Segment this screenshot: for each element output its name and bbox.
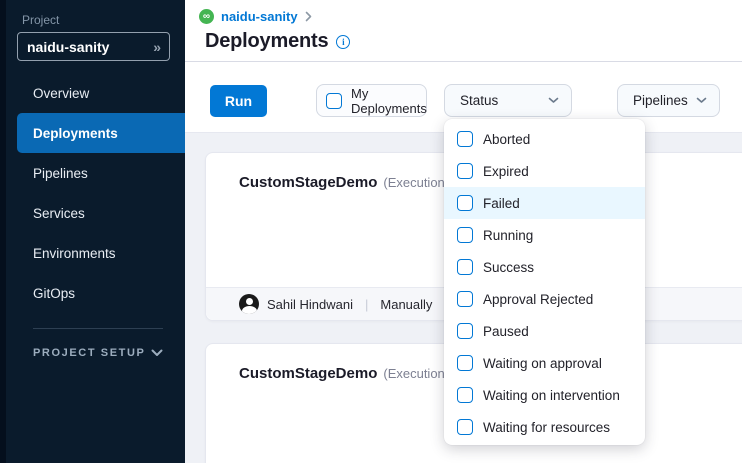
menu-item-waiting-on-intervention[interactable]: Waiting on intervention xyxy=(444,379,645,411)
user-avatar-icon xyxy=(239,294,259,314)
menu-item-paused[interactable]: Paused xyxy=(444,315,645,347)
sidebar-divider xyxy=(33,328,163,329)
menu-item-running[interactable]: Running xyxy=(444,219,645,251)
project-selector[interactable]: naidu-sanity » xyxy=(17,32,170,61)
checkbox[interactable] xyxy=(457,355,473,371)
menu-item-aborted[interactable]: Aborted xyxy=(444,123,645,155)
checkbox[interactable] xyxy=(457,419,473,435)
pipeline-name[interactable]: CustomStageDemo xyxy=(239,174,377,191)
triggered-by-user: Sahil Hindwani xyxy=(267,297,353,312)
chevron-down-icon xyxy=(548,97,559,104)
checkbox[interactable] xyxy=(457,387,473,403)
menu-item-approval-rejected[interactable]: Approval Rejected xyxy=(444,283,645,315)
page-header: ∞ naidu-sanity Deployments i xyxy=(185,0,742,62)
info-icon[interactable]: i xyxy=(336,35,350,49)
sidebar-item-overview[interactable]: Overview xyxy=(0,73,185,113)
checkbox[interactable] xyxy=(457,291,473,307)
sidebar: Project naidu-sanity » Overview Deployme… xyxy=(0,0,185,463)
checkbox[interactable] xyxy=(457,259,473,275)
page-title: Deployments xyxy=(205,30,328,53)
checkbox[interactable] xyxy=(457,323,473,339)
my-deployments-toggle[interactable]: My Deployments xyxy=(316,84,427,117)
sidebar-item-pipelines[interactable]: Pipelines xyxy=(0,153,185,193)
breadcrumb-project-link[interactable]: naidu-sanity xyxy=(221,9,298,24)
breadcrumb: ∞ naidu-sanity xyxy=(199,9,312,24)
pipeline-name[interactable]: CustomStageDemo xyxy=(239,365,377,382)
trigger-type: Manually xyxy=(380,297,432,312)
chevron-down-icon xyxy=(151,349,163,357)
project-setup-toggle[interactable]: PROJECT SETUP xyxy=(33,347,163,359)
menu-item-success[interactable]: Success xyxy=(444,251,645,283)
status-filter-menu: Aborted Expired Failed Running Success A… xyxy=(444,119,645,445)
sidebar-nav: Overview Deployments Pipelines Services … xyxy=(0,73,185,313)
menu-item-waiting-for-resources[interactable]: Waiting for resources xyxy=(444,411,645,443)
menu-item-waiting-on-approval[interactable]: Waiting on approval xyxy=(444,347,645,379)
pipelines-filter-dropdown[interactable]: Pipelines xyxy=(617,84,720,117)
checkbox[interactable] xyxy=(457,163,473,179)
sidebar-item-gitops[interactable]: GitOps xyxy=(0,273,185,313)
expand-project-icon[interactable]: » xyxy=(153,39,159,55)
sidebar-item-environments[interactable]: Environments xyxy=(0,233,185,273)
checkbox[interactable] xyxy=(457,131,473,147)
checkbox[interactable] xyxy=(457,195,473,211)
sidebar-item-deployments[interactable]: Deployments xyxy=(17,113,185,153)
menu-item-expired[interactable]: Expired xyxy=(444,155,645,187)
run-button[interactable]: Run xyxy=(210,85,267,117)
project-name: naidu-sanity xyxy=(27,39,109,55)
project-label: Project xyxy=(22,13,59,27)
footer-divider: | xyxy=(361,297,372,312)
checkbox[interactable] xyxy=(457,227,473,243)
menu-item-failed[interactable]: Failed xyxy=(444,187,645,219)
my-deployments-checkbox[interactable] xyxy=(326,93,342,109)
chevron-down-icon xyxy=(696,97,707,104)
status-filter-dropdown[interactable]: Status xyxy=(444,84,572,117)
sidebar-item-services[interactable]: Services xyxy=(0,193,185,233)
chevron-right-icon xyxy=(305,11,312,22)
cd-module-icon: ∞ xyxy=(199,9,214,24)
